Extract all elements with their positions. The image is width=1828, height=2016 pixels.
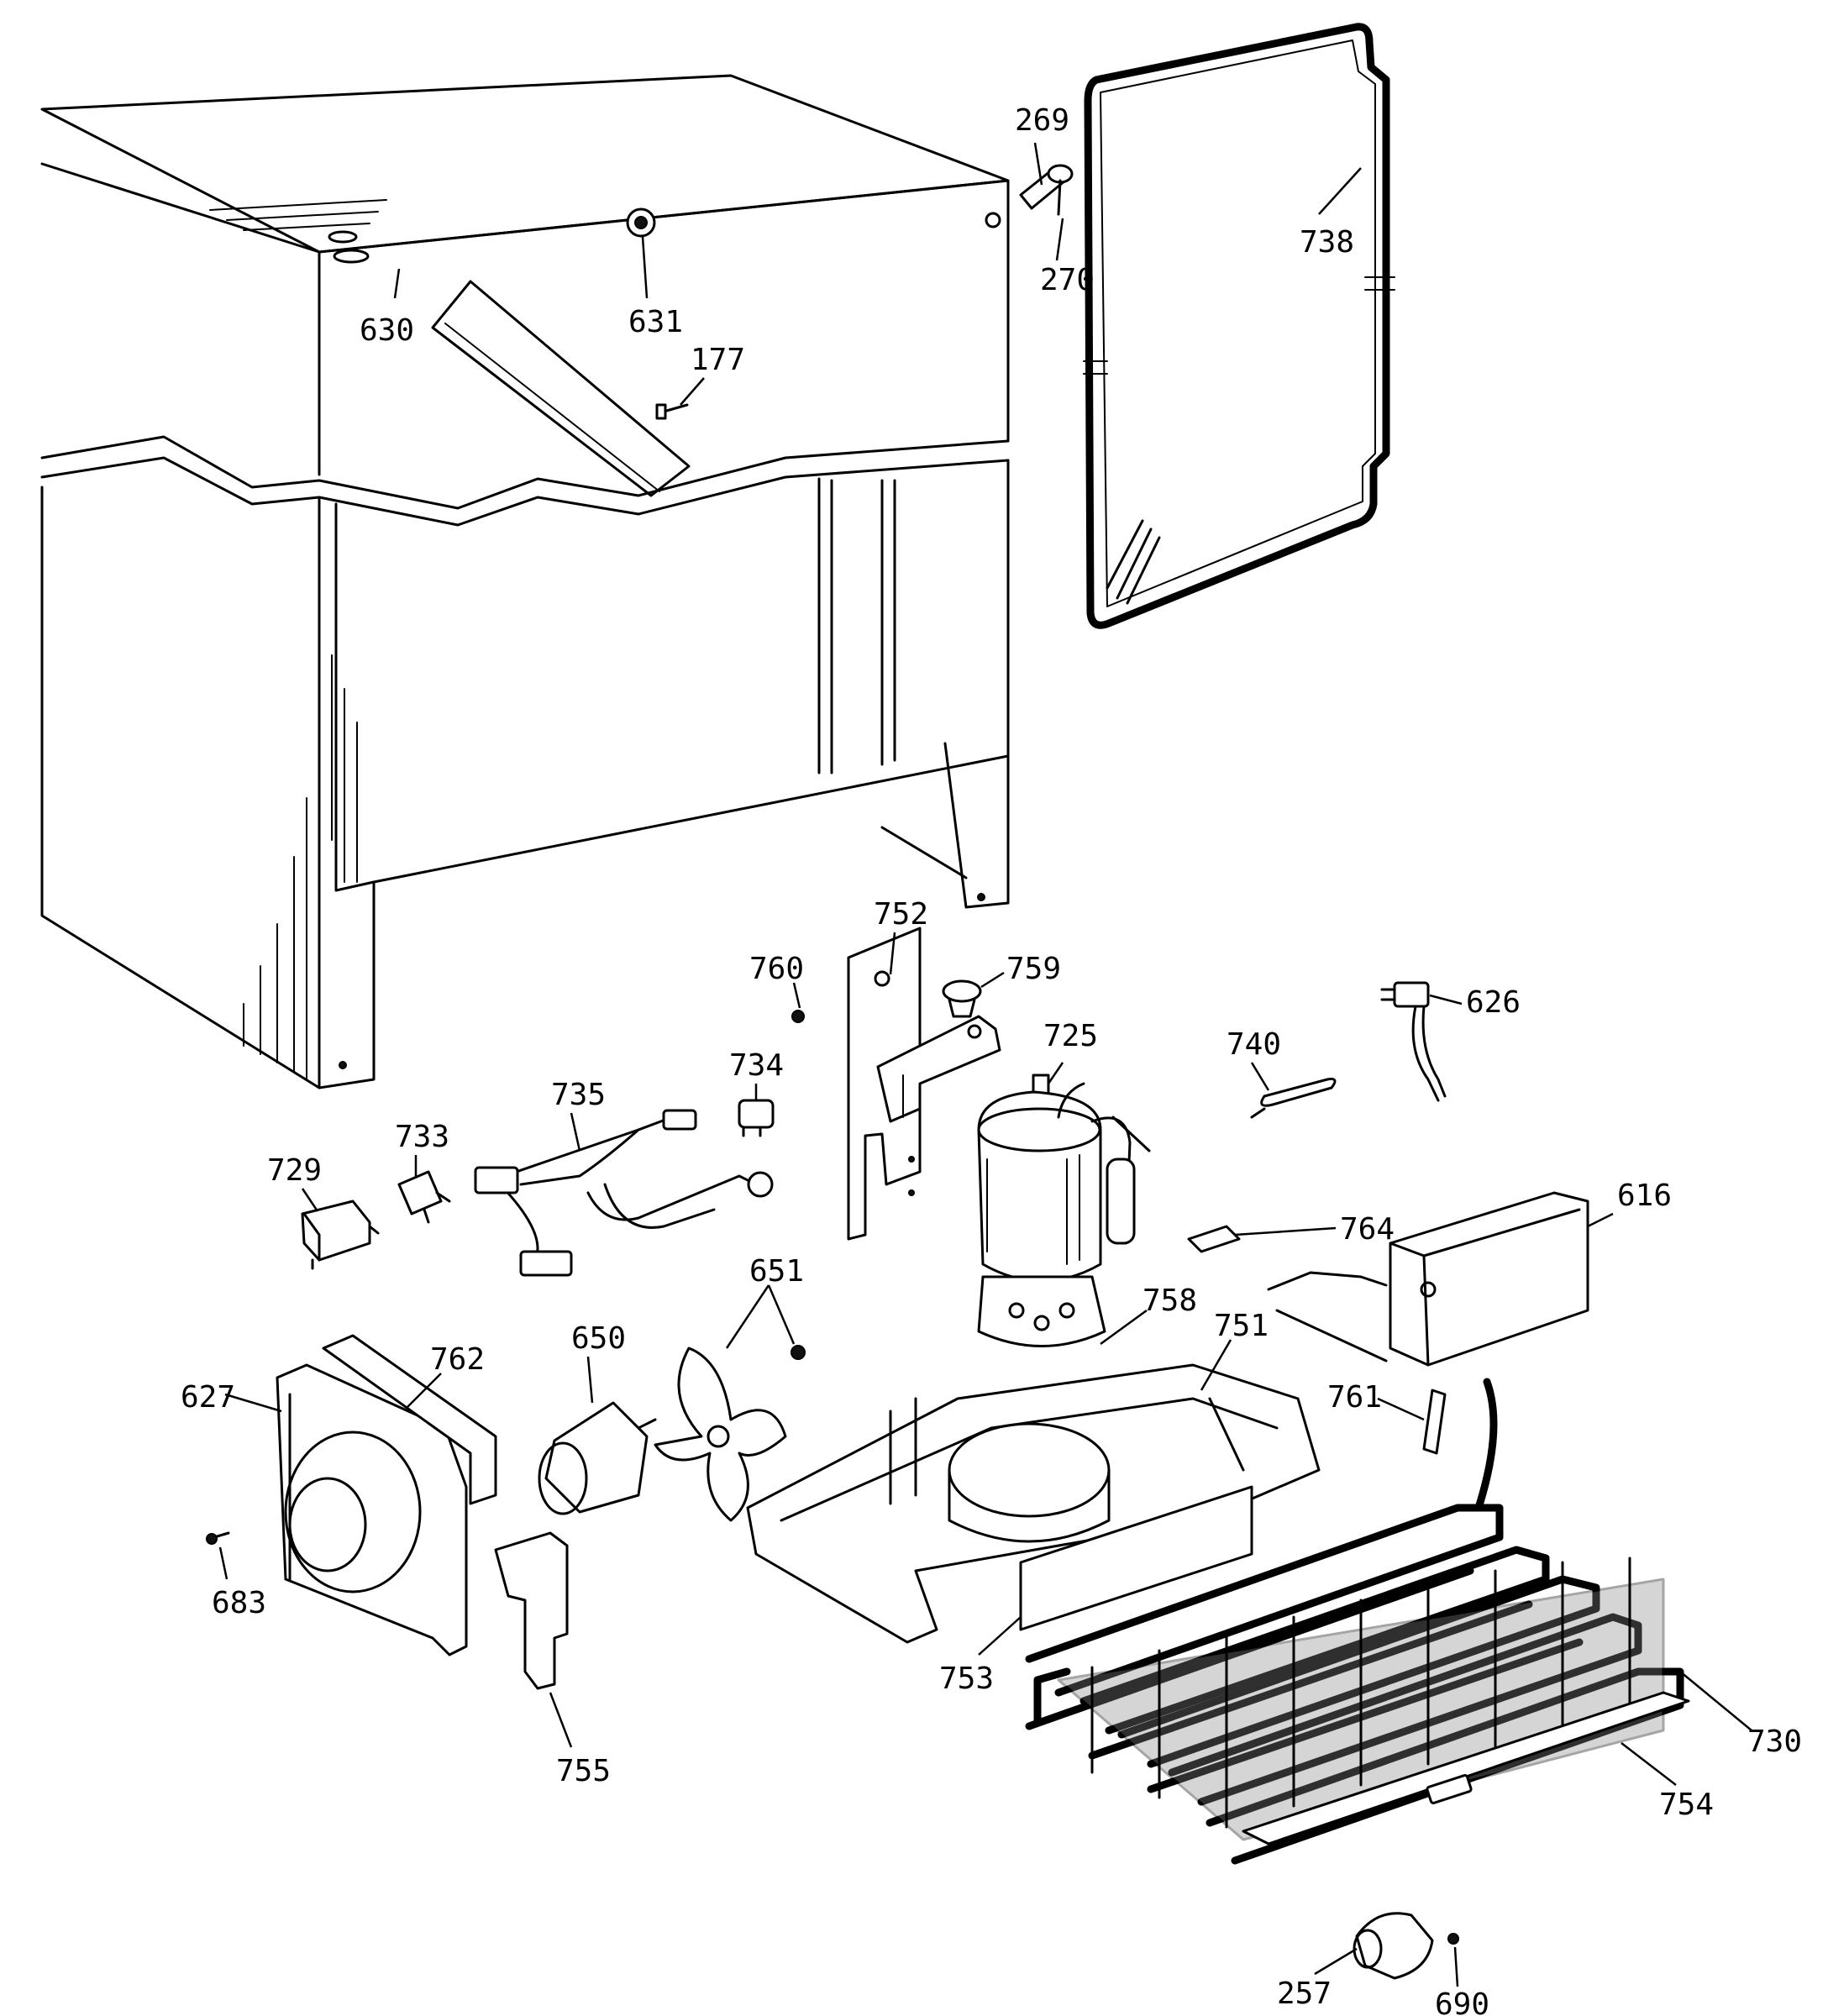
part-label-651: 651	[749, 1254, 804, 1289]
overload-733	[397, 1170, 451, 1224]
refrigerator-cabinet	[40, 74, 1010, 1089]
part-label-762: 762	[430, 1342, 485, 1377]
screw-760	[791, 1010, 805, 1023]
bracket-752	[847, 927, 1001, 1241]
screw-683	[206, 1531, 230, 1545]
clip-740	[1250, 1078, 1337, 1119]
part-label-729: 729	[267, 1153, 322, 1188]
part-label-626: 626	[1466, 985, 1521, 1020]
part-label-730: 730	[1747, 1725, 1802, 1759]
part-label-755: 755	[556, 1754, 611, 1788]
part-label-759: 759	[1006, 952, 1061, 986]
grommet-631	[626, 207, 656, 238]
part-label-690: 690	[1435, 1987, 1489, 2016]
baffle-762	[322, 1334, 497, 1505]
screw-690	[1447, 1933, 1459, 1945]
drain-pan-754	[1242, 1691, 1690, 1845]
part-label-630: 630	[360, 313, 414, 348]
duct-755	[494, 1531, 569, 1690]
part-label-758: 758	[1142, 1284, 1197, 1318]
part-label-738: 738	[1300, 225, 1354, 260]
hinge-pin	[1019, 164, 1074, 216]
part-label-740: 740	[1227, 1027, 1281, 1062]
part-label-754: 754	[1659, 1788, 1714, 1822]
part-label-631: 631	[628, 305, 683, 339]
part-label-753: 753	[939, 1662, 994, 1696]
knob-257	[1353, 1912, 1434, 1980]
nut-651	[791, 1345, 806, 1360]
capacitor-729	[301, 1200, 380, 1270]
condenser-coil-730	[1025, 1378, 1684, 1865]
part-label-616: 616	[1617, 1179, 1672, 1213]
part-label-177: 177	[691, 343, 745, 377]
part-labels: 269 270 738 630 631 177 752 760 759 725 …	[181, 103, 1802, 2016]
fan-shroud-627	[276, 1363, 468, 1656]
relay-734	[738, 1099, 775, 1137]
slot-630-hole	[333, 249, 370, 264]
panel-616	[1267, 1191, 1589, 1367]
door-gasket	[1083, 23, 1395, 629]
part-label-683: 683	[212, 1586, 266, 1620]
grommet-759	[942, 979, 982, 1018]
fan-motor-650	[538, 1401, 657, 1515]
leader-lines	[218, 142, 1752, 1987]
part-label-269: 269	[1015, 103, 1069, 138]
part-label-734: 734	[729, 1048, 784, 1083]
mount-758	[977, 1275, 1106, 1347]
compressor-725	[977, 1074, 1151, 1283]
base-pan-751	[746, 1363, 1321, 1644]
part-label-764: 764	[1340, 1212, 1395, 1247]
part-label-752: 752	[874, 897, 928, 932]
part-label-257: 257	[1277, 1977, 1332, 2011]
clip-764	[1187, 1225, 1241, 1253]
part-label-751: 751	[1214, 1309, 1269, 1343]
part-label-761: 761	[1327, 1380, 1382, 1415]
part-label-733: 733	[395, 1120, 449, 1154]
screw-177	[655, 403, 689, 420]
clip-761	[1422, 1389, 1447, 1455]
fan-blade-651	[654, 1347, 787, 1522]
part-label-627: 627	[181, 1380, 235, 1415]
part-label-725: 725	[1043, 1019, 1098, 1053]
part-label-760: 760	[749, 952, 804, 986]
part-label-270: 270	[1040, 263, 1095, 297]
plug-626	[1380, 981, 1447, 1102]
wiring-harness-735	[474, 1109, 774, 1277]
part-label-735: 735	[551, 1078, 606, 1112]
part-label-650: 650	[571, 1321, 626, 1356]
